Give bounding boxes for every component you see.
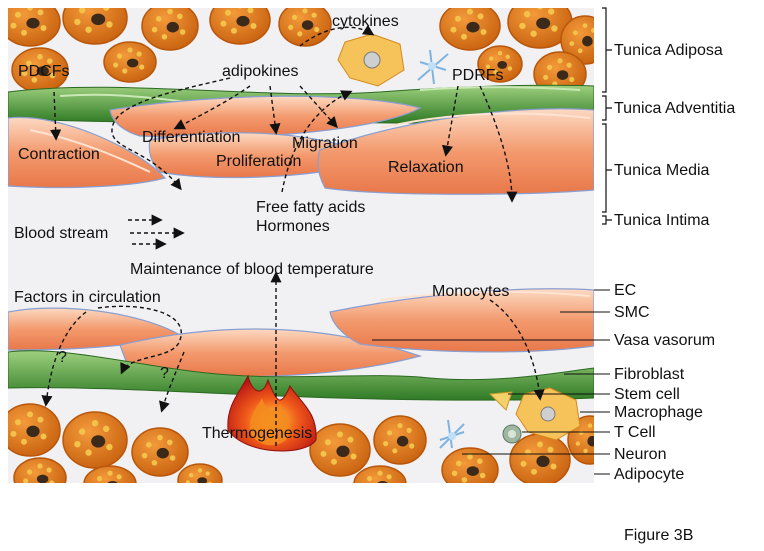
monocytes-label: Monocytes (432, 283, 509, 300)
tunica-adiposa-label: Tunica Adiposa (614, 42, 723, 59)
adipocyte-cell (209, 8, 271, 45)
stem-cell (488, 391, 513, 411)
adipocyte-cell (278, 8, 332, 47)
cytokines-label: cytokines (332, 13, 399, 30)
blood-stream-label: Blood stream (14, 225, 108, 242)
cell-labels: EC SMC Vasa vasorum Fibroblast Stem cell… (614, 282, 715, 483)
adipocyte-cell (13, 457, 67, 483)
tunica-adventitia-label: Tunica Adventitia (614, 100, 735, 117)
top-tunica-media-smc (8, 95, 594, 195)
adipocyte-cell (509, 433, 571, 483)
adipocyte-cell (441, 447, 499, 483)
layer-brackets (602, 7, 612, 225)
differentiation-label: Differentiation (142, 129, 240, 146)
adipocyte-cell (477, 45, 523, 83)
bottom-adventitia-layer (8, 350, 594, 401)
maintenance-label: Maintenance of blood temperature (130, 261, 374, 278)
figure-label: Figure 3B (624, 527, 693, 544)
adipocyte-cell (141, 8, 199, 51)
adipokines-label: adipokines (222, 63, 299, 80)
question-mark-2: ? (160, 365, 169, 382)
top-adipose-tissue (8, 8, 594, 97)
thermogenesis-flame (227, 374, 317, 452)
fibroblast-label: Fibroblast (614, 366, 685, 383)
adipocyte-cell (62, 411, 128, 469)
adipocyte-cell (309, 423, 371, 477)
tunica-media-label: Tunica Media (614, 162, 710, 179)
pdcfs-label: PDCFs (18, 63, 70, 80)
migration-label: Migration (292, 135, 358, 152)
vasa-vasorum-label: Vasa vasorum (614, 332, 715, 349)
smc-label: SMC (614, 304, 650, 321)
neuron-label: Neuron (614, 446, 666, 463)
adipocyte-cell (373, 415, 427, 465)
adipocyte-cell (507, 8, 573, 49)
adipocyte-cell (8, 8, 61, 47)
stem-cell-label: Stem cell (614, 386, 680, 403)
adipocyte-cell (353, 465, 407, 483)
macrophage-cell (515, 387, 581, 441)
adipocyte-cell (560, 15, 594, 65)
relaxation-label: Relaxation (388, 159, 464, 176)
adipocyte-cell (8, 403, 61, 457)
neuron-cell (417, 49, 465, 449)
t-cell (502, 424, 522, 444)
adipocyte-cell (177, 463, 223, 483)
tunica-intima-label: Tunica Intima (614, 212, 710, 229)
signaling-arrows (41, 24, 545, 446)
thermogenesis-label: Thermogenesis (202, 425, 312, 442)
adipocyte-cell (11, 47, 69, 93)
hormones-label: Hormones (256, 218, 330, 235)
free-fatty-acids-label: Free fatty acids (256, 199, 365, 216)
contraction-label: Contraction (18, 146, 100, 163)
adipocyte-cell (103, 41, 157, 83)
layer-labels: Tunica Adiposa Tunica Adventitia Tunica … (614, 42, 735, 229)
cytokine-cell (337, 33, 405, 87)
factors-label: Factors in circulation (14, 289, 161, 306)
pdrfs-label: PDRFs (452, 67, 504, 84)
adipocyte-cell (439, 8, 501, 51)
bottom-tunica-media-smc (8, 288, 594, 378)
macrophage-label: Macrophage (614, 404, 703, 421)
adipocyte-cell (83, 465, 137, 483)
adipocyte-cell (131, 427, 189, 477)
adipocyte-cell (62, 8, 128, 45)
question-mark-1: ? (58, 349, 67, 366)
annotation-labels: PDCFs adipokines cytokines PDRFs Differe… (14, 13, 509, 442)
t-cell-label: T Cell (614, 424, 656, 441)
bottom-adipose-tissue (8, 403, 594, 483)
cell-leader-lines (372, 289, 610, 475)
ec-label: EC (614, 282, 636, 299)
adipocyte-label: Adipocyte (614, 466, 684, 483)
proliferation-label: Proliferation (216, 153, 301, 170)
